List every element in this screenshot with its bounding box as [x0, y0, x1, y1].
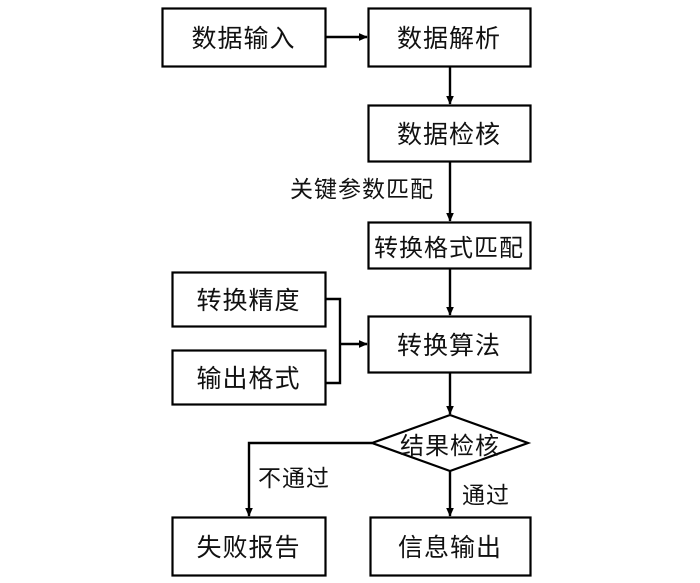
edge-label-fail: 不通过: [258, 466, 330, 492]
node-data-input[interactable]: [161, 7, 327, 68]
edge-precision-to-junction: [325, 297, 342, 344]
node-convert-precision[interactable]: [171, 271, 327, 328]
node-convert-algorithm[interactable]: [367, 315, 532, 374]
node-output-format[interactable]: [171, 349, 327, 406]
node-info-output[interactable]: [369, 516, 532, 577]
node-format-match[interactable]: [367, 221, 532, 270]
edge-label-pass: 通过: [462, 483, 510, 509]
node-data-parse[interactable]: [367, 7, 532, 68]
node-data-check[interactable]: [367, 104, 532, 163]
edge-outputformat-to-junction: [325, 344, 342, 385]
node-result-check[interactable]: [368, 413, 532, 473]
edge-label-key-param-match: 关键参数匹配: [290, 177, 434, 203]
edge-result-to-failure: [245, 441, 372, 517]
node-failure-report[interactable]: [171, 516, 327, 577]
